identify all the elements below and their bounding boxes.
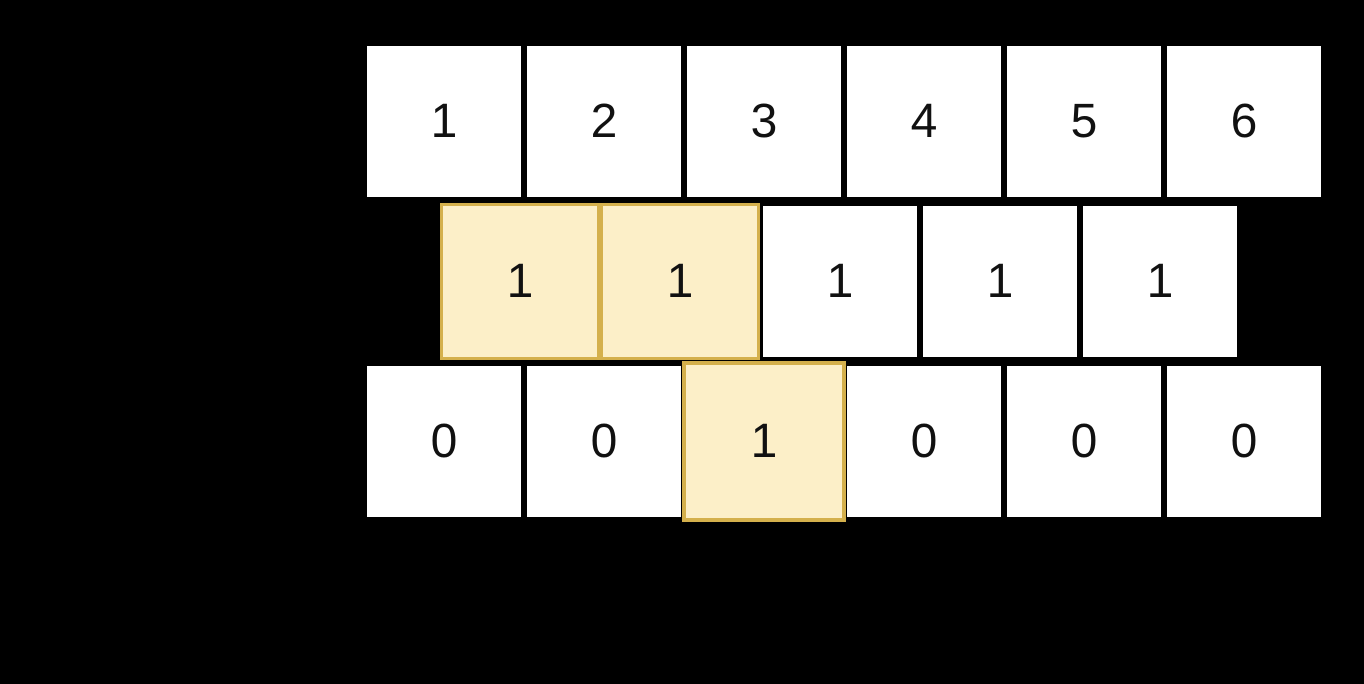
highlighted-cell: 1: [440, 203, 600, 360]
cell: 5: [1004, 43, 1164, 200]
cell: 3: [684, 43, 844, 200]
cell: 1: [364, 43, 524, 200]
cell: 4: [844, 43, 1004, 200]
highlighted-cell: 1: [682, 361, 846, 522]
cell: 1: [920, 203, 1080, 360]
cell: 0: [524, 363, 684, 520]
highlighted-cell: 1: [600, 203, 760, 360]
cell: 1: [760, 203, 920, 360]
cell: 1: [1080, 203, 1240, 360]
cell: 0: [844, 363, 1004, 520]
cell: 0: [1164, 363, 1324, 520]
cell: 0: [1004, 363, 1164, 520]
cell: 6: [1164, 43, 1324, 200]
cell: 2: [524, 43, 684, 200]
cell: 0: [364, 363, 524, 520]
